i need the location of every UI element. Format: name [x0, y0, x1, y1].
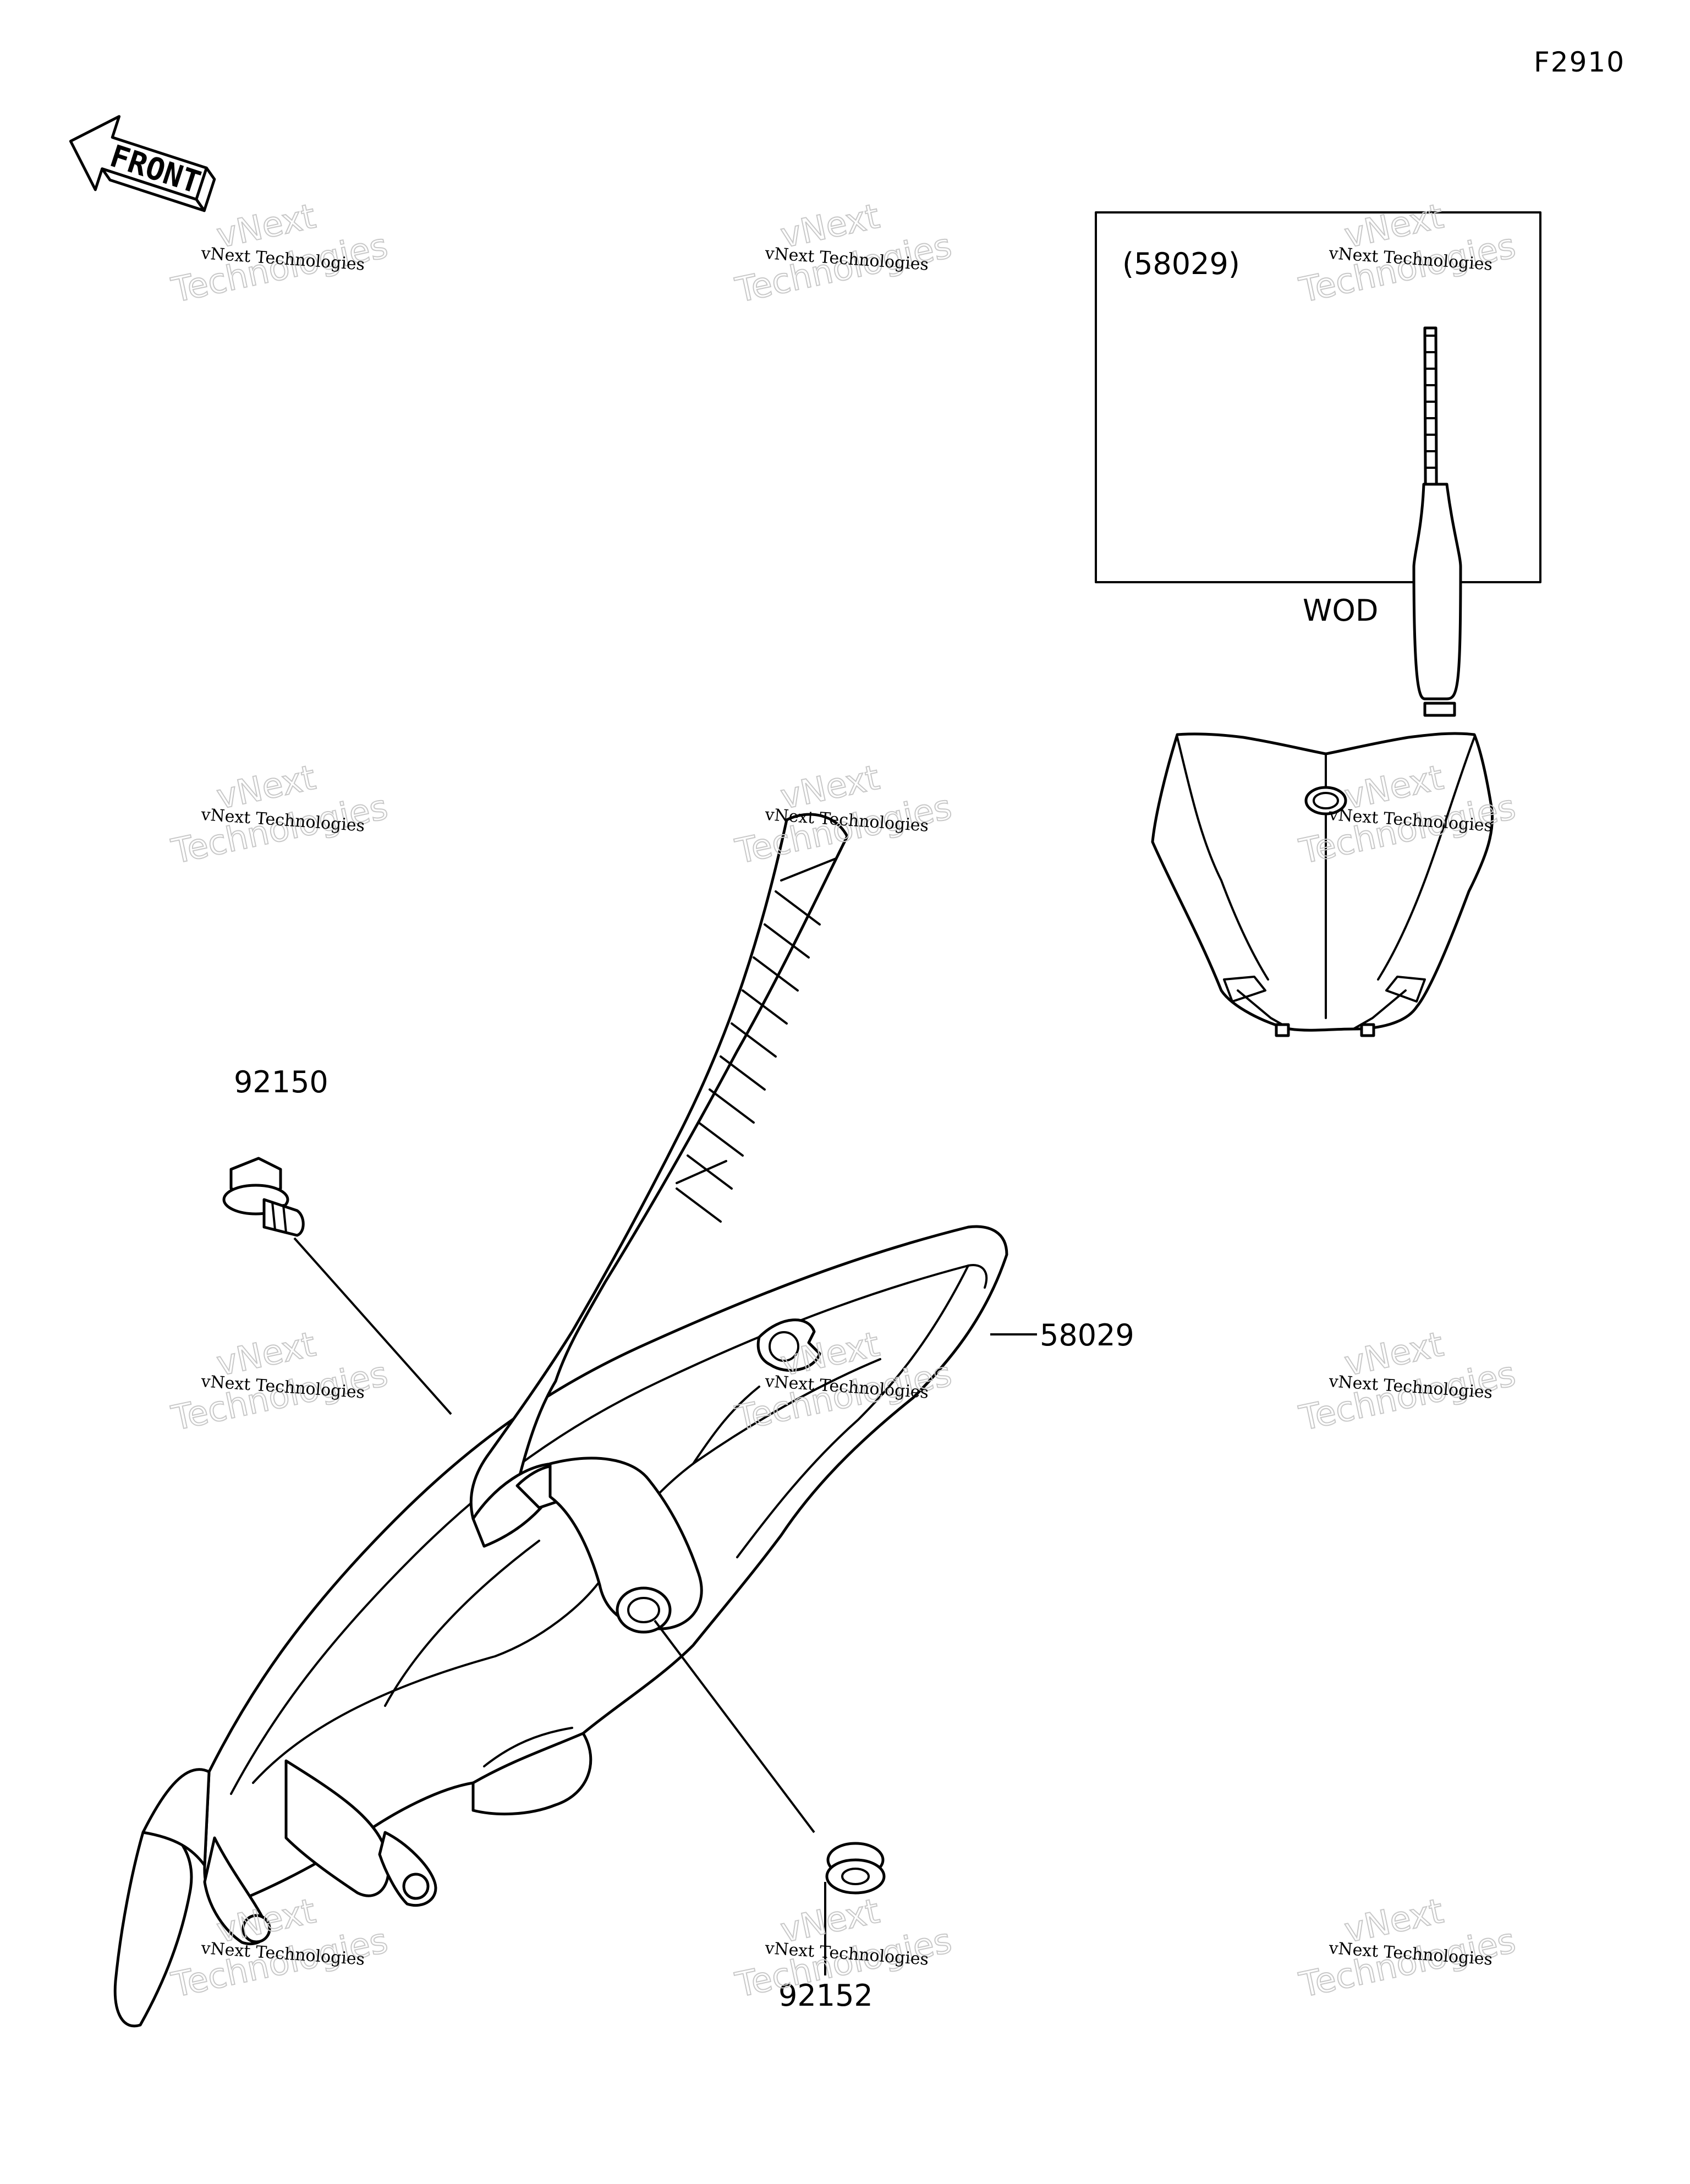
front-direction-arrow-icon: FRONT [69, 115, 216, 212]
watermark: vNext Technologies [1295, 1323, 1519, 1439]
mount-stay-drawing [469, 813, 849, 1634]
leader-grommet-upper [654, 1619, 815, 1833]
callout-number-plate: 58029 [1040, 1318, 1134, 1353]
bolt-drawing [222, 1157, 305, 1237]
grommet-drawing [825, 1842, 886, 1895]
inset-panel: (58029) WOD [1095, 211, 1541, 1037]
figure-code: F2910 [1534, 46, 1625, 78]
inset-caption: WOD [1303, 593, 1378, 628]
callout-bolt: 92150 [234, 1065, 328, 1099]
watermark: vNext Technologies [731, 195, 956, 311]
watermark: vNext Technologies [167, 757, 392, 872]
watermark: vNext Technologies [167, 1323, 392, 1439]
inset-number-plate-drawing [1151, 326, 1494, 1037]
watermark: vNext Technologies [1295, 195, 1519, 311]
watermark: vNext Technologies [167, 1890, 392, 2006]
watermark: vNext Technologies [1295, 1890, 1519, 2006]
inset-frame [1095, 211, 1541, 583]
leader-bolt [293, 1237, 452, 1415]
callout-grommet: 92152 [778, 1978, 873, 2013]
inset-part-ref: (58029) [1122, 247, 1240, 281]
